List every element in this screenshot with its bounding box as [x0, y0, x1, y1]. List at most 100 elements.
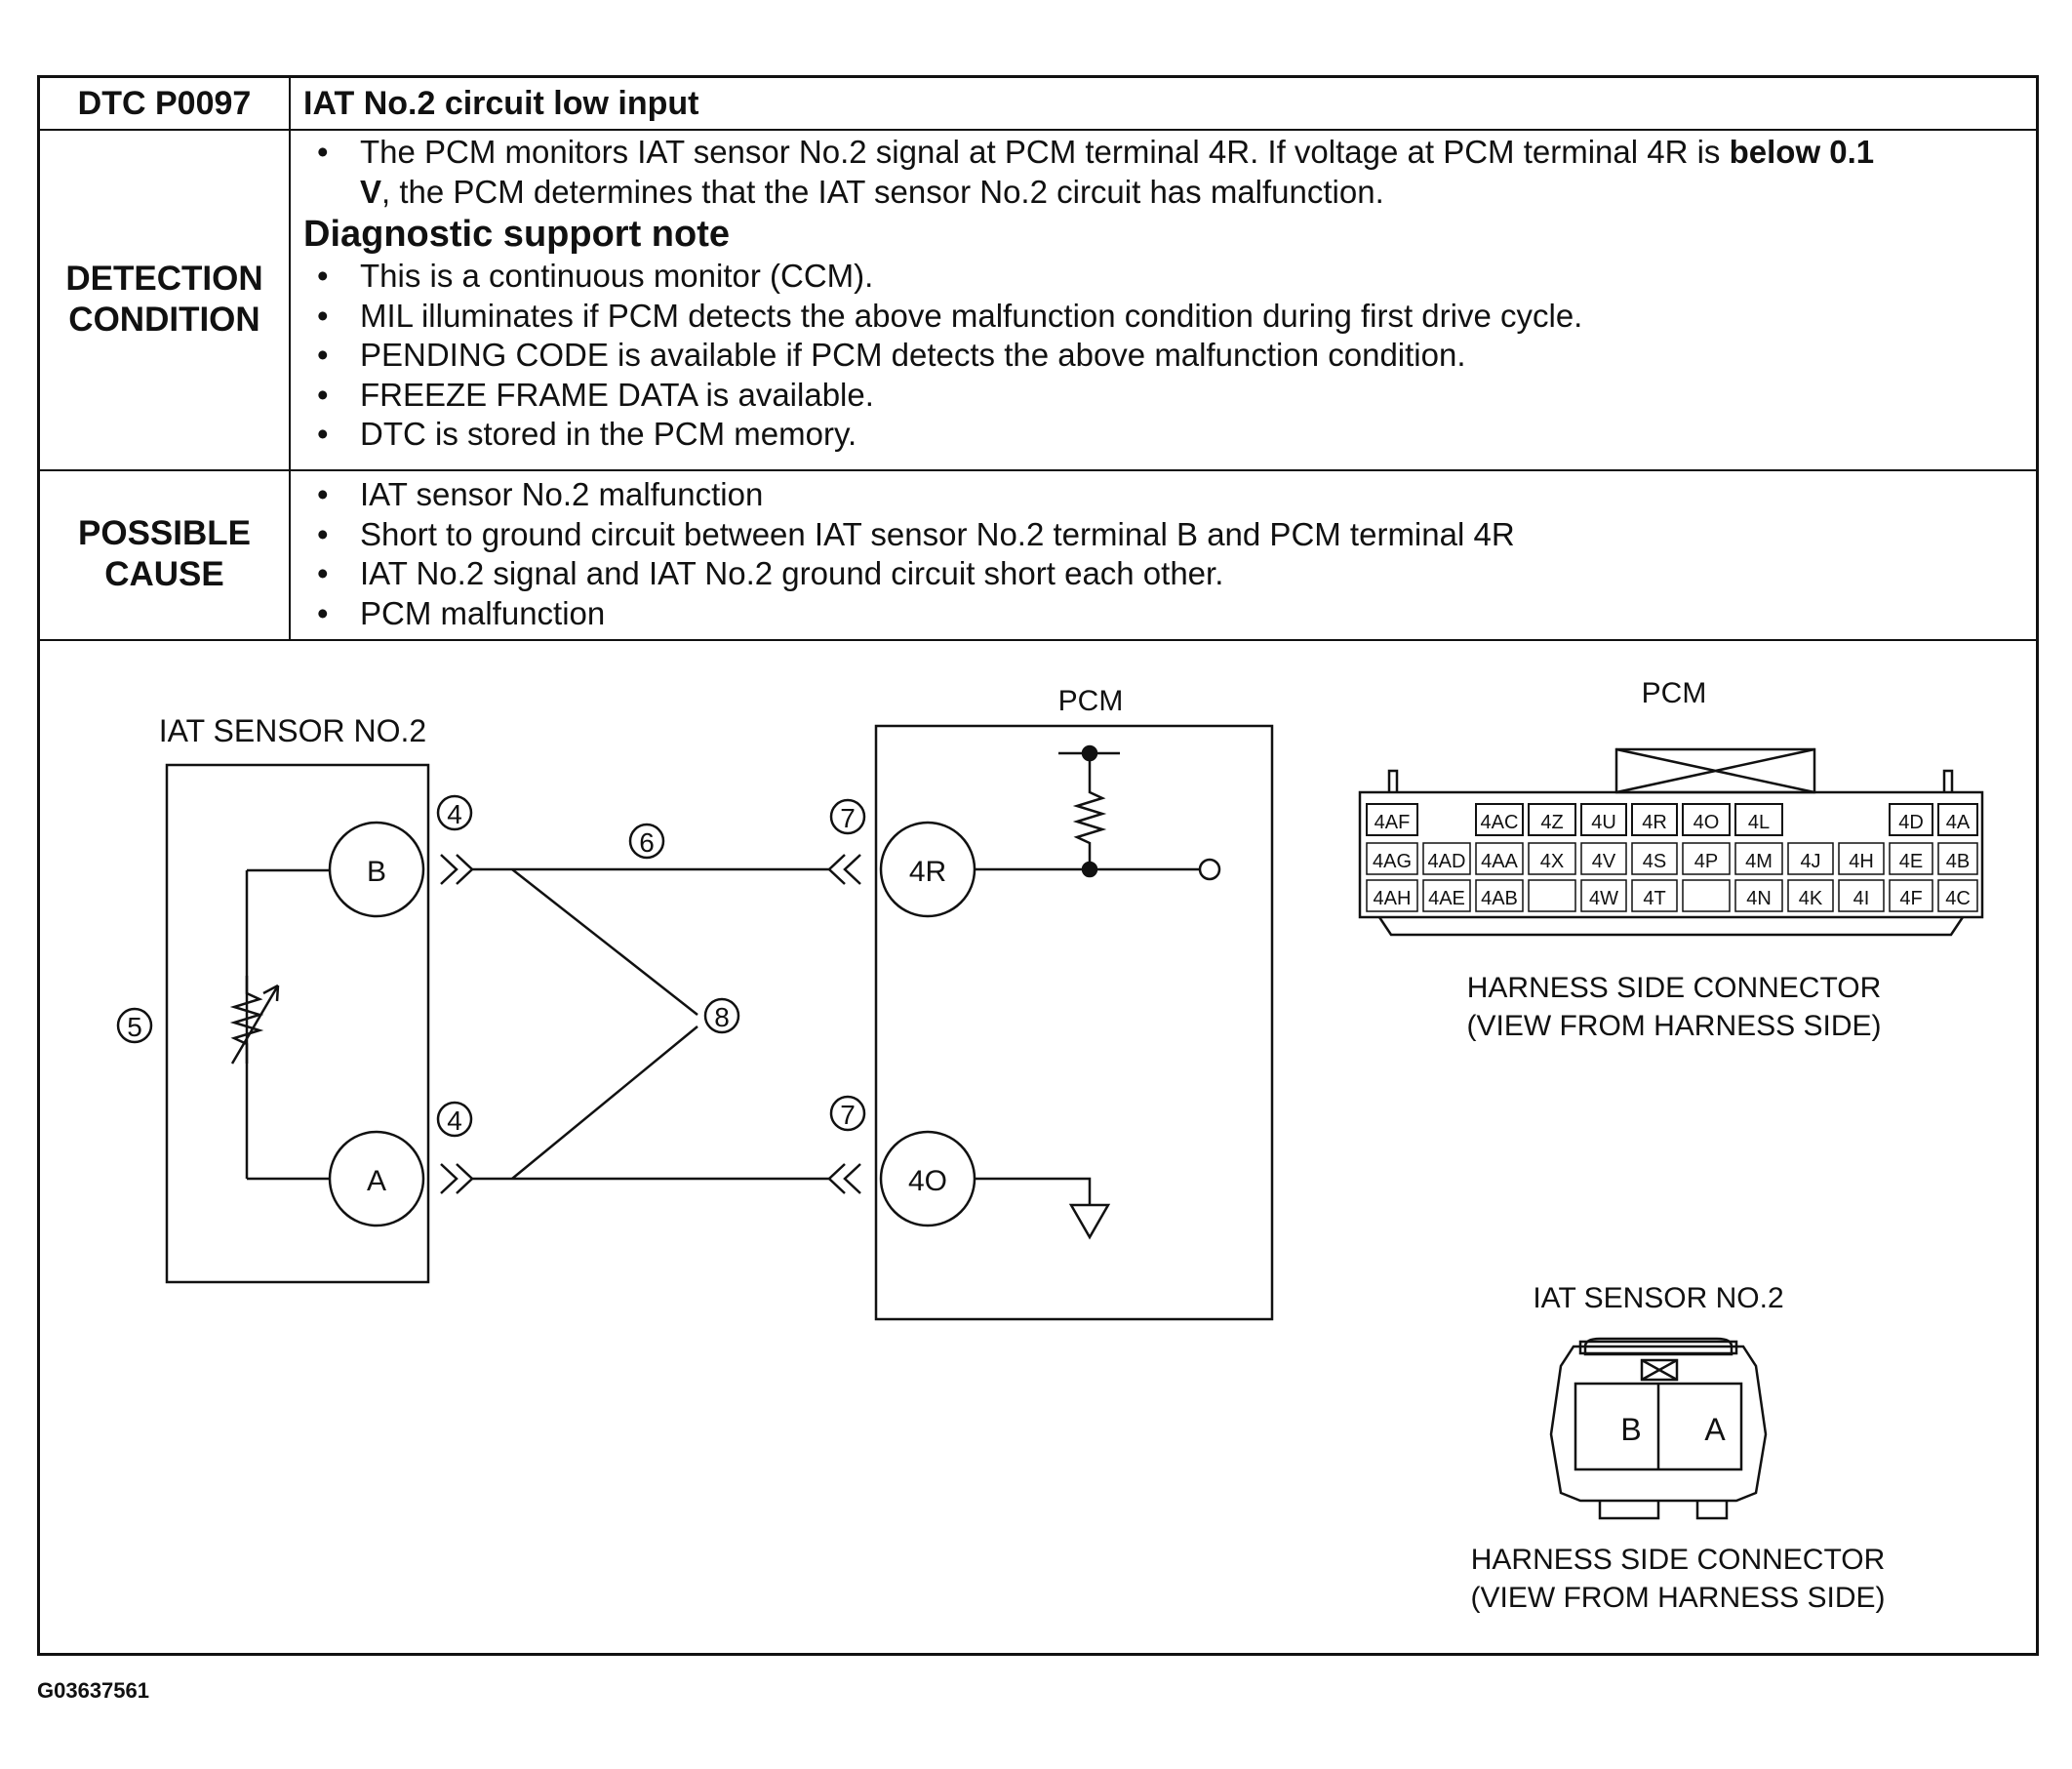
pcm-pin-cell	[1366, 842, 1418, 875]
pcm-pin-cell	[1787, 879, 1834, 912]
callout-4-upper: 4	[436, 794, 473, 831]
monitor-threshold-unit: V	[360, 173, 382, 210]
pcm-connector-title: PCM	[1642, 677, 1707, 709]
pcm-connector-body	[1358, 747, 1984, 937]
pcm-pin-cell	[1631, 803, 1678, 836]
pcm-pin-label: 4AA	[1481, 851, 1518, 872]
pcm-pin-label: 4Z	[1540, 812, 1563, 833]
svg-text:7: 7	[840, 803, 856, 833]
pcm-pin-cell	[1889, 879, 1933, 912]
svg-text:7: 7	[840, 1100, 856, 1130]
pcm-pin-cell	[1580, 842, 1627, 875]
svg-text:8: 8	[714, 1002, 730, 1032]
note-item: PENDING CODE is available if PCM detects…	[303, 336, 2026, 376]
pcm-pin-cell	[1838, 842, 1885, 875]
pcm-pin-cell	[1366, 803, 1418, 836]
monitor-description: The PCM monitors IAT sensor No.2 signal …	[303, 133, 2026, 212]
sensor-terminal-a	[328, 1130, 425, 1227]
pcm-pin-cell	[1889, 803, 1933, 836]
dtc-title: IAT No.2 circuit low input	[303, 84, 699, 122]
pcm-pin-cell	[1682, 842, 1731, 875]
pcm-pin-cell	[1787, 842, 1834, 875]
cause-item: IAT No.2 signal and IAT No.2 ground circ…	[303, 554, 2026, 594]
pcm-pin-cell	[1889, 842, 1933, 875]
pcm-pin-label: 4AH	[1374, 888, 1412, 909]
pcm-pin-cell	[1528, 842, 1576, 875]
pcm-pin-label: 4F	[1899, 888, 1922, 909]
sensor-connector-caption-line1: HARNESS SIDE CONNECTOR	[1471, 1544, 1886, 1576]
callout-4-lower: 4	[436, 1101, 473, 1138]
pcm-pin-label: 4AG	[1373, 851, 1412, 872]
diagnostic-note-heading: Diagnostic support note	[303, 214, 730, 255]
pcm-pin-cell	[1528, 879, 1576, 912]
note-item: DTC is stored in the PCM memory.	[303, 415, 2026, 455]
pcm-pin-cell	[1937, 842, 1978, 875]
pcm-pin-label: 4D	[1898, 812, 1924, 833]
monitor-list: The PCM monitors IAT sensor No.2 signal …	[303, 133, 2026, 212]
pcm-pin-label: 4P	[1694, 851, 1718, 872]
detection-label-line1: DETECTION	[65, 259, 263, 298]
pcm-pin-label: 4R	[1642, 812, 1667, 833]
sensor-connector-chevrons	[440, 854, 474, 1194]
pcm-pin-cell	[1580, 879, 1627, 912]
pcm-pin-label: 4W	[1589, 888, 1618, 909]
note-item: This is a continuous monitor (CCM).	[303, 257, 2026, 297]
pcm-pin-cell	[1366, 879, 1418, 912]
pcm-pin-label: 4AF	[1375, 812, 1411, 833]
pcm-pin-label: 4J	[1800, 851, 1820, 872]
pcm-pin-label: 4B	[1946, 851, 1970, 872]
iat-sensor-box	[165, 763, 430, 1284]
pcm-pin-label: 4N	[1746, 888, 1772, 909]
pcm-pin-label: 4K	[1799, 888, 1823, 909]
pcm-pin-cell	[1682, 879, 1731, 912]
pcm-pin-cell	[1734, 842, 1783, 875]
svg-text:5: 5	[127, 1012, 142, 1042]
pcm-pin-cell	[1631, 842, 1678, 875]
pcm-pin-label: 4A	[1946, 812, 1971, 833]
dtc-header-row: DTC P0097 IAT No.2 circuit low input	[40, 78, 2036, 131]
pcm-pin-cell	[1528, 803, 1576, 836]
pcm-pin-label: 4E	[1899, 851, 1923, 872]
pcm-pin-label: 4H	[1849, 851, 1874, 872]
detection-label-line2: CONDITION	[68, 300, 260, 339]
pcm-pin-label: 4AE	[1428, 888, 1465, 909]
pcm-pin-cell	[1838, 879, 1885, 912]
pcm-pin-cell	[1682, 803, 1731, 836]
sensor-connector-title: IAT SENSOR NO.2	[1533, 1282, 1783, 1314]
cause-label-line2: CAUSE	[104, 555, 224, 593]
pcm-pin-label: 4V	[1592, 851, 1616, 872]
pcm-box	[874, 724, 1274, 1321]
pcm-pin-cell	[1937, 879, 1978, 912]
pcm-pin-label: 4AB	[1481, 888, 1518, 909]
pcm-pin-cell	[1475, 842, 1524, 875]
callout-7-upper: 7	[829, 798, 866, 835]
cause-list: IAT sensor No.2 malfunction Short to gro…	[303, 475, 2026, 633]
pcm-pin-label: 4T	[1643, 888, 1665, 909]
cause-item: IAT sensor No.2 malfunction	[303, 475, 2026, 515]
pcm-pin-label: 4U	[1591, 812, 1616, 833]
pcm-pin-label: 4X	[1540, 851, 1564, 872]
svg-text:4: 4	[447, 799, 462, 829]
sensor-terminal-b-label: B	[367, 856, 386, 888]
pcm-pin-label: 4C	[1945, 888, 1971, 909]
pcm-pin-label: 4I	[1853, 888, 1870, 909]
signal-wires	[472, 867, 829, 1181]
callout-6: 6	[628, 823, 665, 860]
dtc-sheet: DTC P0097 IAT No.2 circuit low input DET…	[37, 75, 2039, 1656]
pcm-pin-label: 4L	[1748, 812, 1770, 833]
svg-text:6: 6	[639, 827, 655, 858]
note-item: FREEZE FRAME DATA is available.	[303, 376, 2026, 416]
sensor-terminal-a-label: A	[367, 1165, 386, 1197]
monitor-text-a: The PCM monitors IAT sensor No.2 signal …	[360, 134, 1730, 170]
cause-label-line1: POSSIBLE	[78, 514, 251, 552]
possible-cause-content: IAT sensor No.2 malfunction Short to gro…	[303, 469, 2026, 639]
sensor-connector-body	[1549, 1337, 1768, 1520]
svg-text:4: 4	[447, 1106, 462, 1136]
callout-7-lower: 7	[829, 1095, 866, 1132]
pcm-pin-cell	[1475, 803, 1524, 836]
